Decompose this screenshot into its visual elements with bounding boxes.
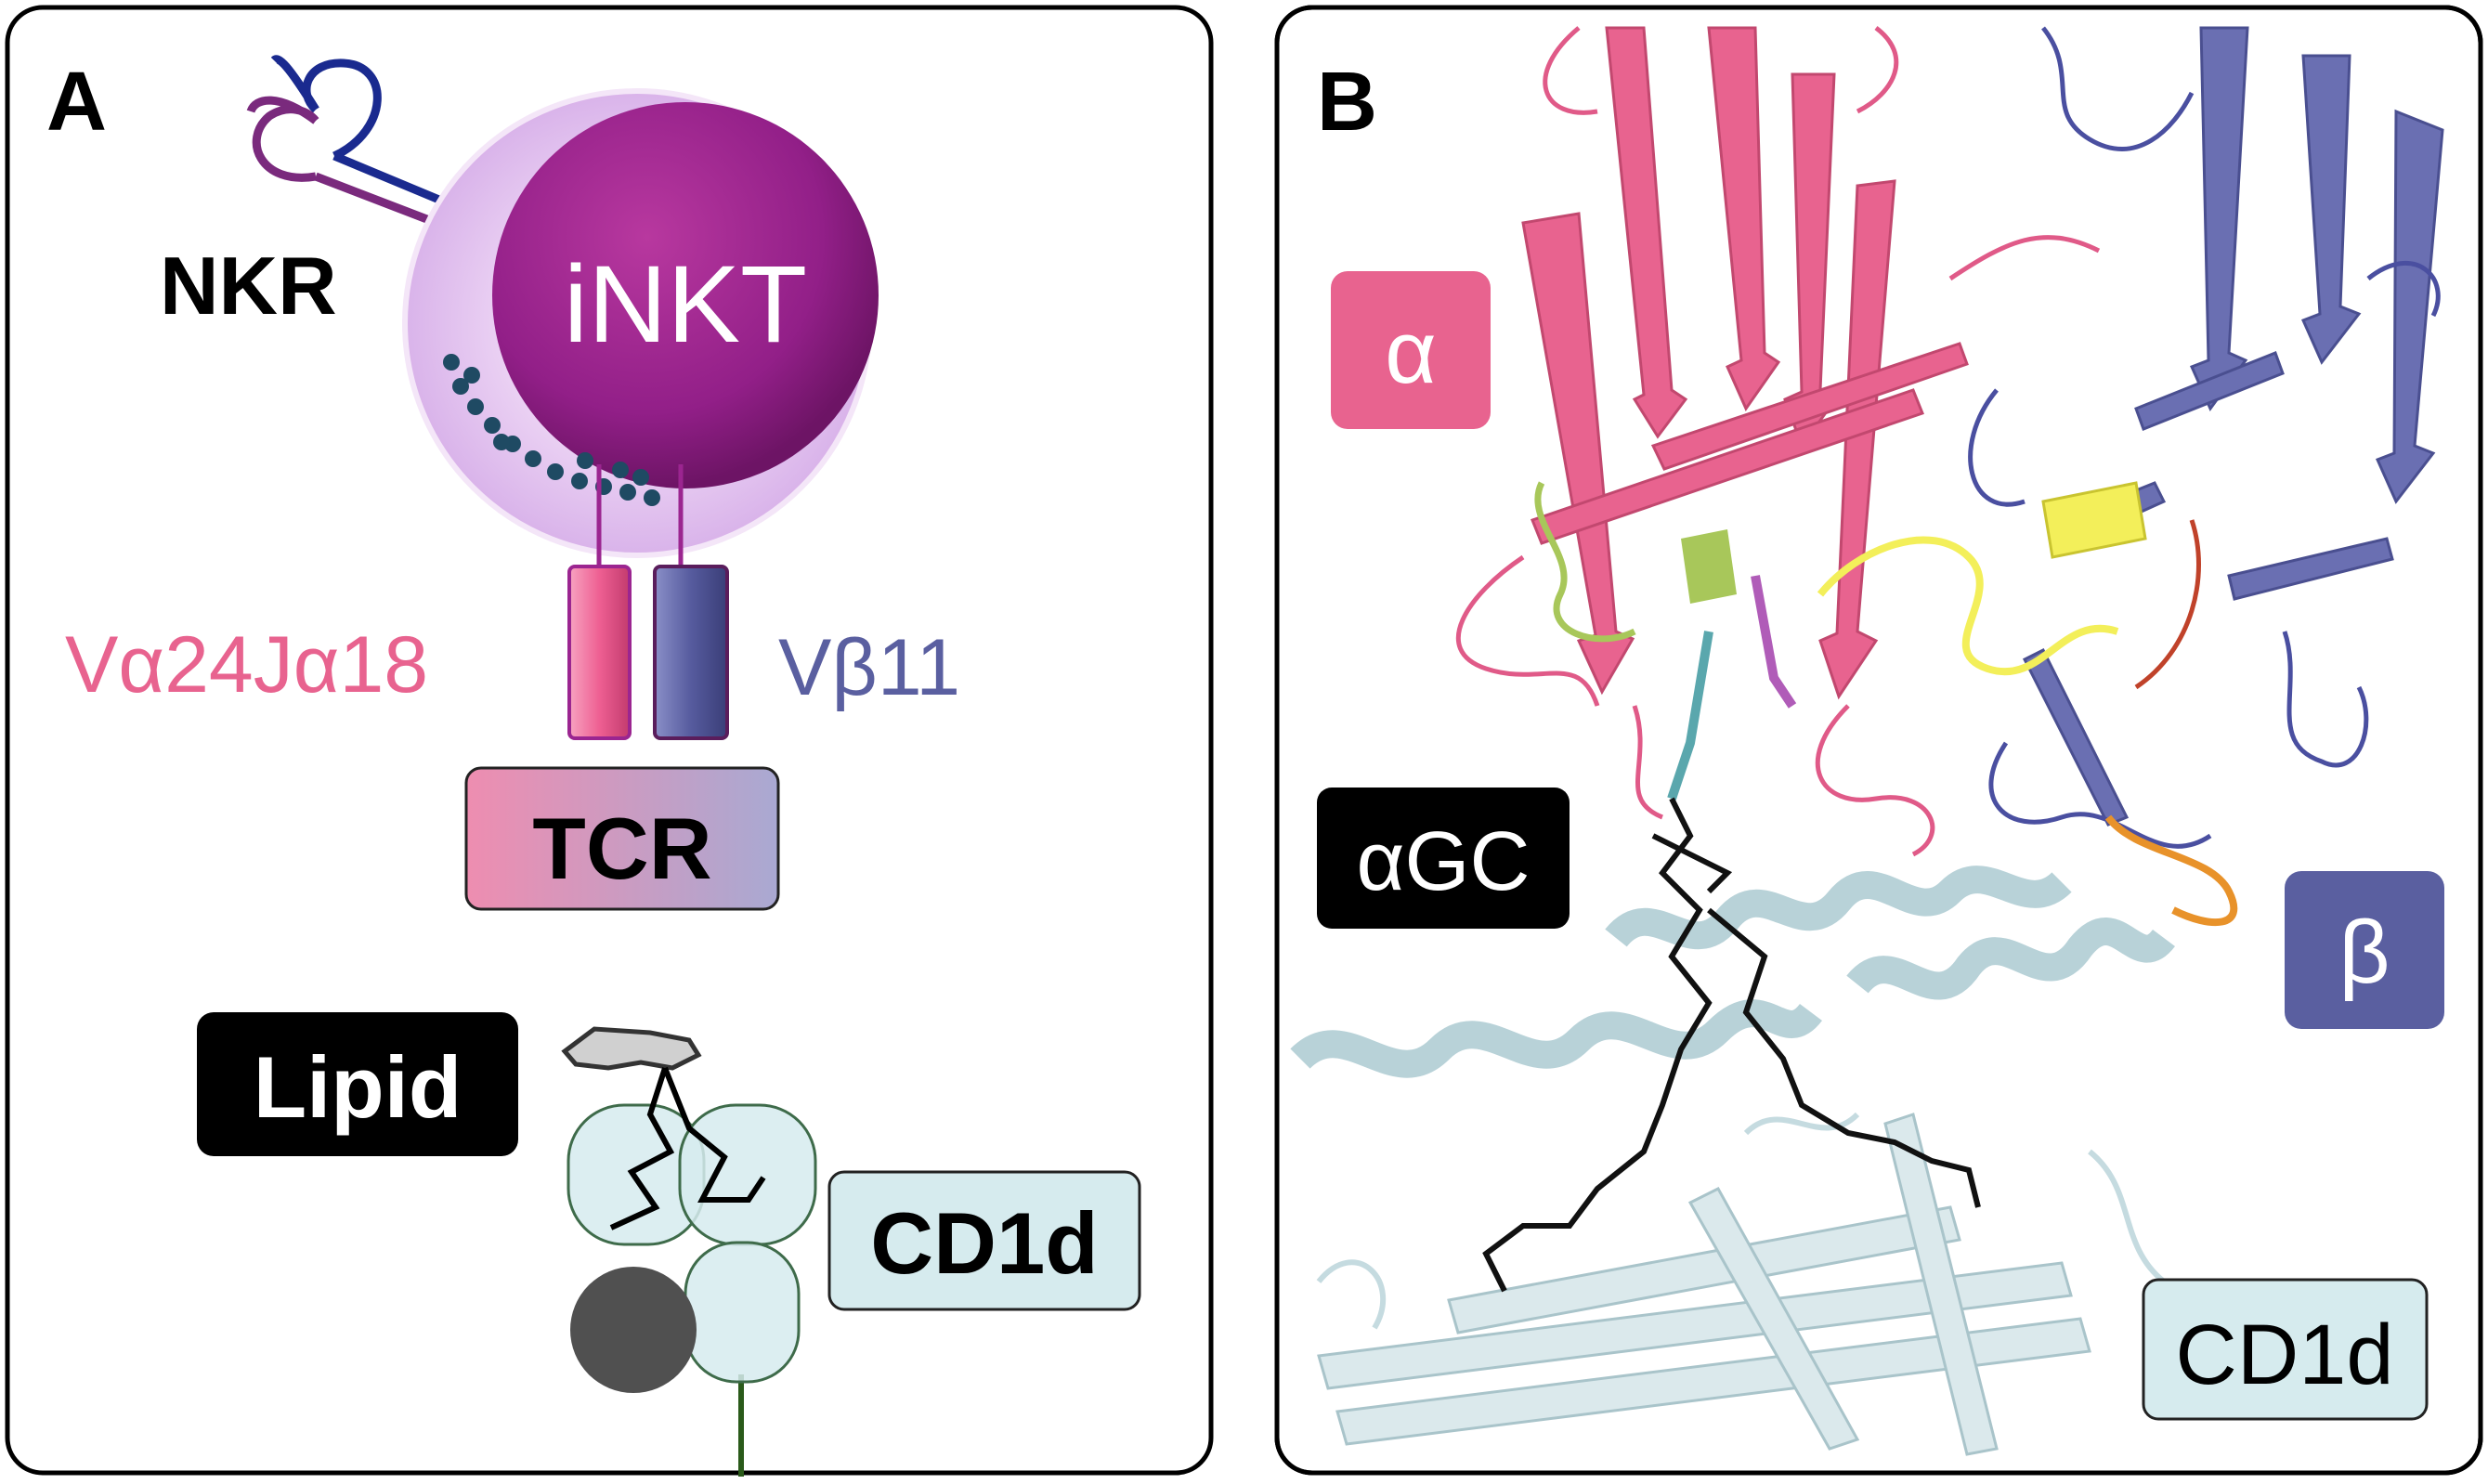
cdr-green-arrow bbox=[1681, 529, 1737, 604]
alpha-chain-label: Vα24Jα18 bbox=[65, 620, 428, 709]
panel-a-letter: A bbox=[46, 56, 107, 149]
cdr-orange bbox=[2104, 814, 2238, 927]
cd1d-label-a: CD1d bbox=[870, 1194, 1098, 1292]
cd1d-cartoon bbox=[561, 1026, 817, 1477]
agc-ligand-chain-1 bbox=[1482, 797, 1713, 1293]
cell-nucleus bbox=[492, 102, 879, 488]
agc-headgroup bbox=[1651, 833, 1733, 894]
cdr-teal bbox=[1667, 631, 1713, 801]
cd1d-box-b bbox=[2142, 1278, 2429, 1421]
lipid-headgroup bbox=[561, 1026, 702, 1071]
cdr-red bbox=[2134, 519, 2201, 690]
beta-label: β bbox=[2338, 903, 2390, 1002]
tcr-chains bbox=[567, 464, 729, 740]
beta-chain-label: Vβ11 bbox=[778, 623, 960, 712]
cd1d-label-b: CD1d bbox=[2175, 1308, 2393, 1402]
beta-box bbox=[2285, 871, 2444, 1029]
lipid-box bbox=[197, 1012, 518, 1156]
alpha-label: α bbox=[1385, 303, 1437, 402]
cdr-yellow bbox=[1817, 536, 2119, 676]
tcr-box bbox=[464, 766, 780, 911]
nkr-label: NKR bbox=[160, 240, 337, 332]
cd1d-sheet bbox=[1317, 1113, 2091, 1456]
lipid-label: Lipid bbox=[254, 1038, 462, 1136]
agc-box bbox=[1317, 788, 1570, 929]
cd1d-box-a bbox=[827, 1170, 1141, 1311]
tcr-alpha-chain bbox=[567, 565, 632, 740]
tcr-label: TCR bbox=[532, 800, 711, 897]
cdr-green bbox=[1534, 481, 1636, 643]
agc-ligand-chain-2 bbox=[1707, 907, 1981, 1208]
tcr-alpha-loops bbox=[1455, 26, 2101, 857]
panel-b-letter: B bbox=[1317, 56, 1377, 149]
tcr-alpha-ribbon bbox=[1521, 26, 1969, 700]
alpha-box bbox=[1331, 271, 1491, 429]
lipid-tail-1 bbox=[609, 1067, 675, 1230]
lipid-tail-2 bbox=[662, 1066, 766, 1203]
panel-b: B α β αGC CD1d bbox=[1274, 5, 2483, 1476]
tcr-beta-loops bbox=[1968, 26, 2441, 849]
agc-label: αGC bbox=[1356, 815, 1530, 908]
inkt-cell: iNKT bbox=[402, 88, 879, 558]
tcr-beta-chain bbox=[653, 565, 729, 740]
panel-a: A NKR iNKT bbox=[5, 5, 1214, 1477]
panel-b-frame-overlay bbox=[1274, 5, 2483, 1476]
beta2m-domain bbox=[570, 1267, 697, 1393]
inkt-label: iNKT bbox=[564, 243, 807, 366]
cdr-violet bbox=[1751, 575, 1797, 709]
cdr-yellow-arrow bbox=[2041, 481, 2147, 559]
nkr-receptor bbox=[246, 55, 448, 228]
